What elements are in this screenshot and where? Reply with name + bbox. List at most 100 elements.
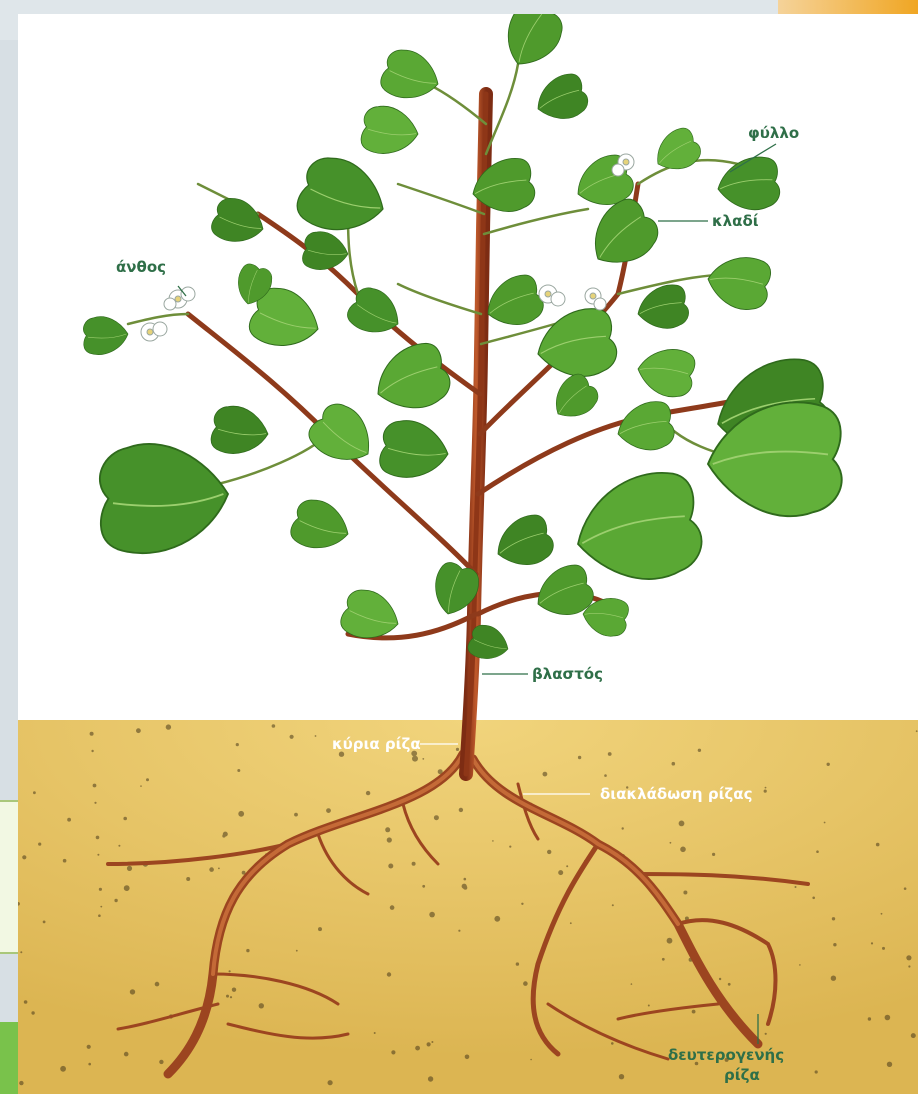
leaf [545,370,604,428]
soil-speck [458,930,460,932]
soil-speck [916,730,918,732]
leaf [287,494,356,558]
soil-speck [412,862,416,866]
soil-speck [670,842,672,844]
plant-illustration: φύλλο κλαδί άνθος βλαστός κύρια ρίζα δια… [18,14,918,1094]
soil-speck [631,983,633,985]
soil-speck [100,906,102,908]
soil-speck [578,756,581,759]
soil-speck [391,1050,395,1054]
soil-speck [238,811,244,817]
soil-speck [882,947,885,950]
soil-speck [140,785,142,787]
soil-speck [728,983,731,986]
soil-speck [232,988,236,992]
leaf [83,317,128,355]
soil-speck [492,840,494,842]
soil-speck [812,897,815,900]
soil-speck [388,864,393,869]
soil-speck [146,778,149,781]
soil-speck [765,1033,767,1035]
soil-speck [622,827,624,829]
soil-speck [159,1060,163,1064]
soil-speck [887,1062,892,1067]
soil-speck [543,772,548,777]
soil-speck [680,847,686,853]
soil-speck [124,1052,129,1057]
soil-speck [155,982,160,987]
soil-speck [390,905,395,910]
soil-speck [463,886,467,890]
soil-speck [246,949,249,952]
soil-speck [521,903,523,905]
soil-speck [530,1059,532,1061]
soil-speck [186,877,190,881]
soil-speck [127,866,132,871]
soil-speck [93,784,97,788]
soil-speck [906,955,911,960]
soil-speck [719,978,721,980]
leaf [704,251,773,313]
soil-speck [662,958,665,961]
soil-speck [412,756,418,762]
soil-speck [698,749,701,752]
soil-speck [429,912,435,918]
soil-speck [259,1003,264,1008]
soil-speck [87,1045,91,1049]
soil-speck [876,843,880,847]
soil-speck [908,965,910,967]
soil-speck [604,774,607,777]
leaf [489,511,558,575]
soil-speck [94,802,96,804]
soil-speck [815,1070,818,1073]
soil-speck [764,790,767,793]
label-root-branching: διακλάδωση ρίζας [600,785,752,803]
soil-speck [816,850,819,853]
soil-speck [63,859,67,863]
soil-speck [881,913,883,915]
soil-speck [570,922,572,924]
soil-speck [459,808,463,812]
soil-speck [799,964,801,966]
leaf [634,282,691,333]
soil-speck [904,887,907,890]
soil-speck [831,976,836,981]
soil-speck [290,735,294,739]
soil-speck [222,834,225,837]
soil-speck [911,1033,916,1038]
leaf [291,150,394,246]
label-flower: άνθος [116,258,166,276]
label-leaf: φύλλο [748,124,799,142]
soil-speck [230,996,232,998]
soil-speck [827,763,830,766]
soil-speck [422,885,425,888]
soil-speck [422,758,424,760]
soil-speck [99,888,102,891]
soil-speck [385,827,390,832]
soil-speck [427,1042,431,1046]
soil-speck [824,822,826,824]
soil-speck [516,962,519,965]
soil-speck [118,845,120,847]
soil-speck [294,813,298,817]
soil-speck [611,1042,614,1045]
soil-speck [123,817,127,821]
soil-speck [523,981,528,986]
soil-speck [136,728,141,733]
soil-speck [60,1066,66,1072]
soil-speck [832,917,835,920]
soil-speck [566,865,568,867]
soil-speck [833,943,836,946]
leaf [648,124,706,179]
soil-speck [97,854,99,856]
leaf [301,229,351,274]
soil-speck [795,886,797,888]
soil-speck [387,972,391,976]
soil-speck [871,942,873,944]
soil-speck [885,1015,891,1021]
leaf [493,14,569,76]
soil-speck [166,724,171,729]
soil-speck [431,1041,433,1043]
soil-speck [765,787,767,789]
soil-speck [683,891,687,895]
